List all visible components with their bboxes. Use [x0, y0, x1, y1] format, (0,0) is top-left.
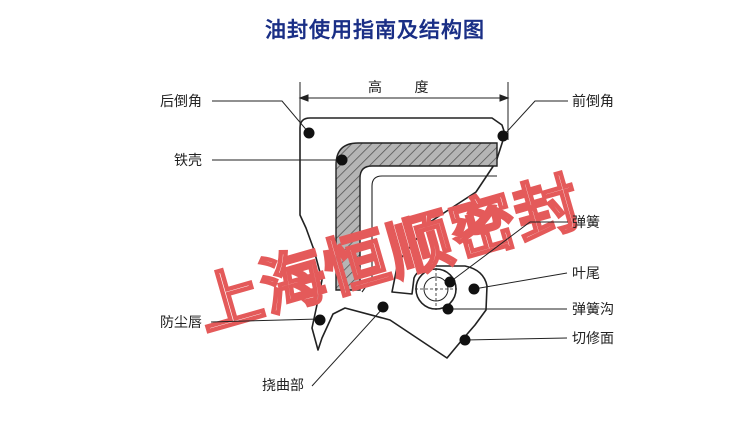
label-spring-groove: 弹簧沟: [572, 302, 614, 318]
label-flex-part: 挠曲部: [262, 378, 304, 394]
dust-lip-dot: [314, 314, 326, 326]
height-dimension: [298, 82, 510, 140]
rear-chamfer-dot: [303, 127, 315, 139]
label-spring: 弹簧: [572, 215, 600, 231]
iron-shell: [335, 142, 498, 291]
label-iron-shell: 铁壳: [174, 152, 202, 169]
label-dust-lip: 防尘唇: [160, 315, 202, 331]
label-blade-tail: 叶尾: [572, 266, 600, 282]
height-label: 高 度: [368, 79, 442, 96]
label-cut-face: 切修面: [572, 331, 614, 347]
iron-shell-dot: [336, 154, 348, 166]
blade-tail-dot: [468, 283, 480, 295]
front-chamfer-dot: [497, 130, 509, 142]
label-rear-chamfer: 后倒角: [160, 94, 202, 110]
spring-groove-dot: [442, 303, 454, 315]
label-front-chamfer: 前倒角: [572, 93, 614, 110]
spring-dot: [444, 276, 456, 288]
cut-face-dot: [459, 334, 471, 346]
page-title: 油封使用指南及结构图: [265, 18, 485, 42]
flex-part-dot: [377, 301, 389, 313]
